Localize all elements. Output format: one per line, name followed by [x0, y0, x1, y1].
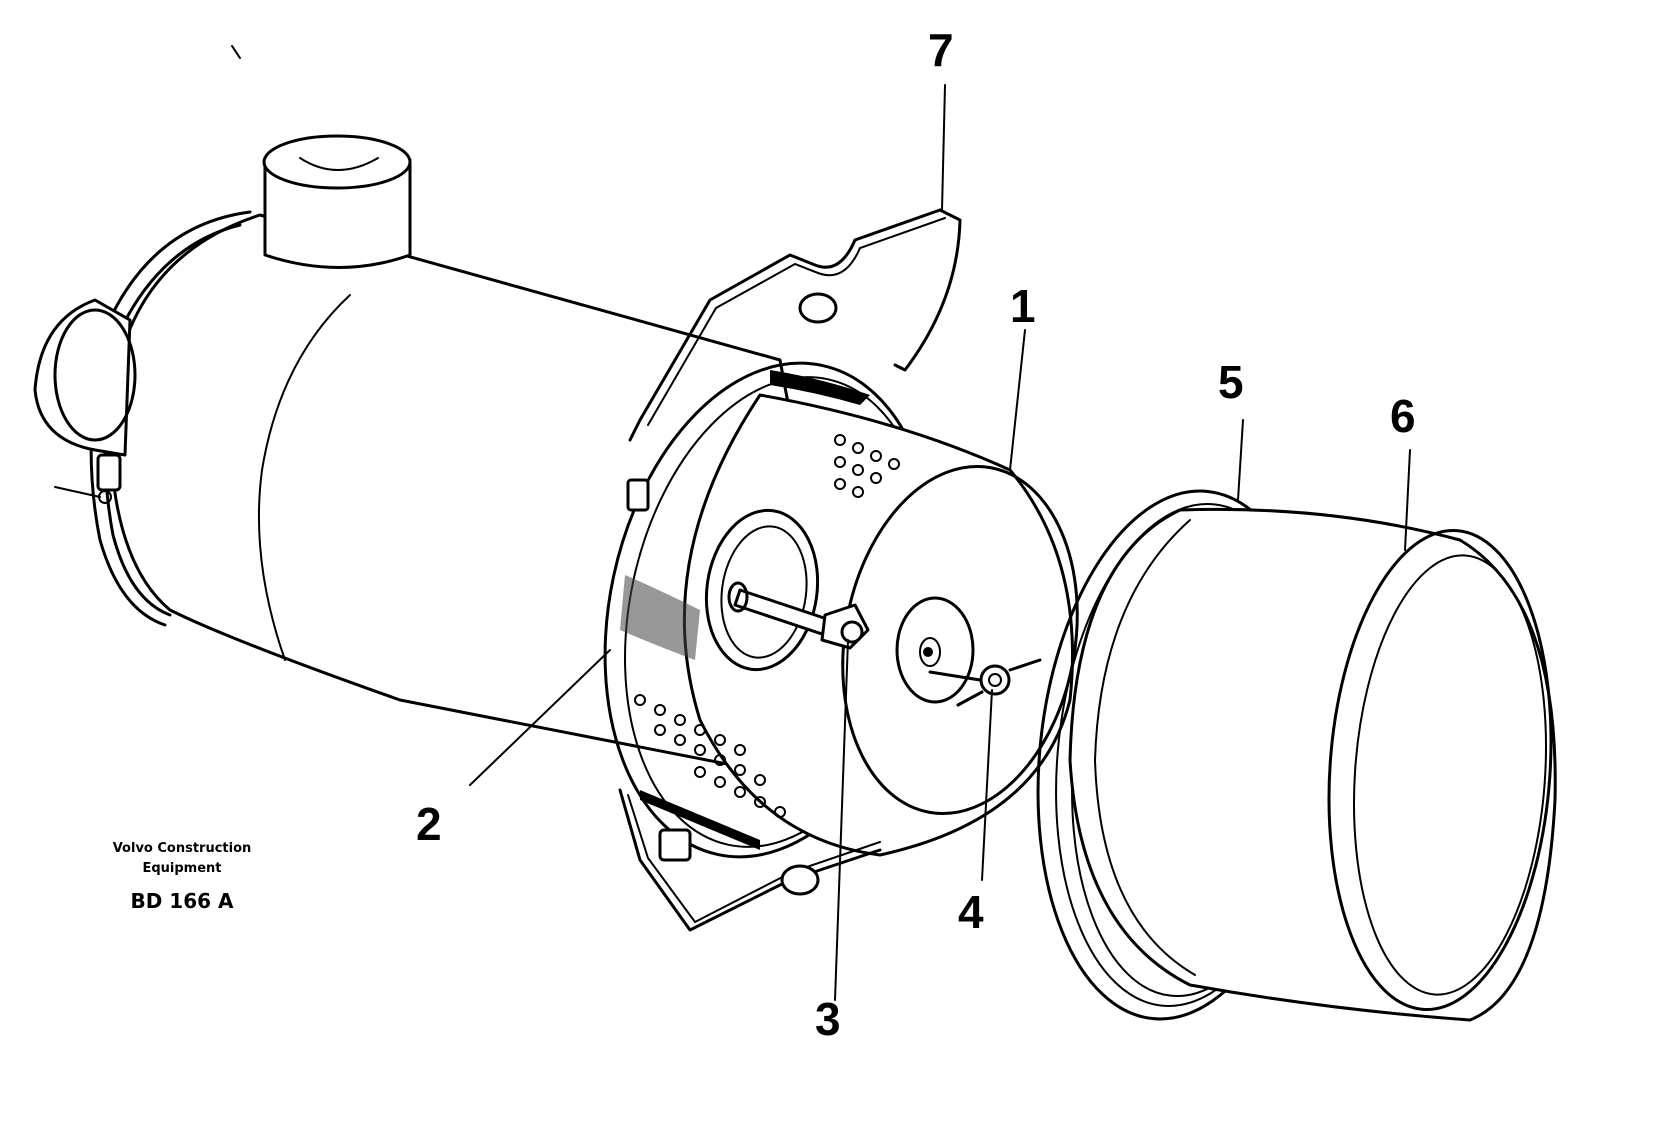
safety-filter-element [620, 508, 820, 672]
filter-nut [928, 658, 1042, 707]
callout-1: 1 [1010, 280, 1036, 332]
wing-nut [820, 603, 870, 650]
perforated-mesh [634, 434, 900, 818]
callout-2: 2 [416, 798, 442, 850]
callout-3: 3 [815, 993, 841, 1045]
stray-mark [231, 45, 241, 59]
retaining-clamp [618, 208, 962, 932]
leader-lines [469, 84, 1411, 1001]
caption-figure-code: BD 166 A [131, 889, 235, 913]
callout-5: 5 [1218, 356, 1244, 408]
caption-brand-line1: Volvo Construction [113, 841, 252, 856]
callout-4: 4 [958, 886, 984, 938]
callout-6: 6 [1390, 390, 1416, 442]
main-filter-element [634, 370, 1079, 857]
filter-cover [1068, 507, 1557, 1022]
caption-brand-line2: Equipment [142, 861, 221, 876]
callout-7: 7 [928, 24, 954, 76]
